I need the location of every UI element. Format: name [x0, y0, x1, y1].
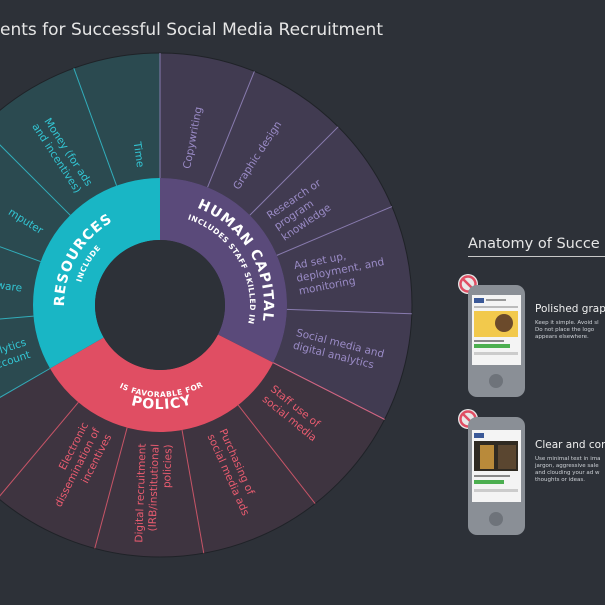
card-body: Keep it simple. Avoid sl Do not place th… [535, 320, 599, 341]
card-heading: Polished graph [535, 303, 605, 315]
phone-icon [468, 285, 525, 397]
wheel-spoke [0, 368, 51, 398]
anatomy-heading: Anatomy of Succe [468, 236, 605, 256]
wheel-center [95, 240, 225, 370]
policy-segment [50, 334, 274, 432]
wheel-spoke [249, 126, 339, 216]
card-graphics [458, 274, 525, 397]
anatomy-card-polished: Polished graph Keep it simple. Avoid sl … [455, 268, 605, 408]
resources-ring [0, 53, 160, 398]
resources-item-line: Time [131, 140, 147, 168]
policy-item-line: Digital recruitment [133, 443, 148, 543]
wheel-spoke [272, 362, 385, 420]
card-body-line: Keep it simple. Avoid sl [535, 320, 599, 326]
wheel-spoke [276, 206, 393, 256]
human-capital-segment [160, 178, 287, 363]
wheel-spoke [94, 427, 128, 549]
wheel-spoke [286, 308, 412, 315]
wheel-spoke [207, 71, 255, 188]
policy-title-path: POLICY [130, 392, 193, 413]
card-graphics [458, 409, 525, 535]
policy-title: POLICY [130, 392, 194, 413]
card-body-line: Use minimal text in ima [535, 456, 601, 462]
resources-item: ware [0, 279, 23, 294]
policy-item-line: (IRB/institutional [147, 444, 162, 532]
anatomy-card-clear: Clear and conc Use minimal text in ima j… [455, 405, 605, 545]
wheel-spoke [0, 246, 41, 263]
card-body: Use minimal text in ima jargon, aggressi… [535, 456, 601, 484]
card-heading: Clear and conc [535, 439, 605, 451]
policy-item-line: policies) [161, 444, 175, 488]
wheel-spoke [0, 401, 79, 497]
policy-item: Digital recruitment(IRB/institutionalpol… [133, 443, 174, 543]
card-body-line: appears elsewhere. [535, 334, 589, 340]
card-body-line: jargon, aggressive sale [535, 463, 599, 469]
phone-icon [468, 417, 525, 535]
anatomy-title: Anatomy of Succe [468, 236, 600, 252]
wheel-spoke [181, 429, 205, 554]
wheel-spoke [237, 404, 316, 504]
policy-ring [0, 362, 385, 558]
wheel-spoke [0, 144, 71, 216]
page-title: ents for Successful Social Media Recruit… [0, 20, 383, 40]
anatomy-divider [468, 256, 605, 257]
resources-item-line: ware [0, 279, 23, 294]
human-capital-ring [160, 53, 412, 420]
resources-item: Time [131, 140, 147, 168]
card-body-line: and clouding your ad w [535, 470, 600, 476]
resources-segment [33, 178, 160, 369]
wheel-spoke [73, 68, 118, 186]
card-body-line: Do not place the logo [535, 327, 595, 333]
wheel-spoke [0, 315, 34, 320]
card-body-line: thoughts or ideas. [535, 477, 586, 483]
